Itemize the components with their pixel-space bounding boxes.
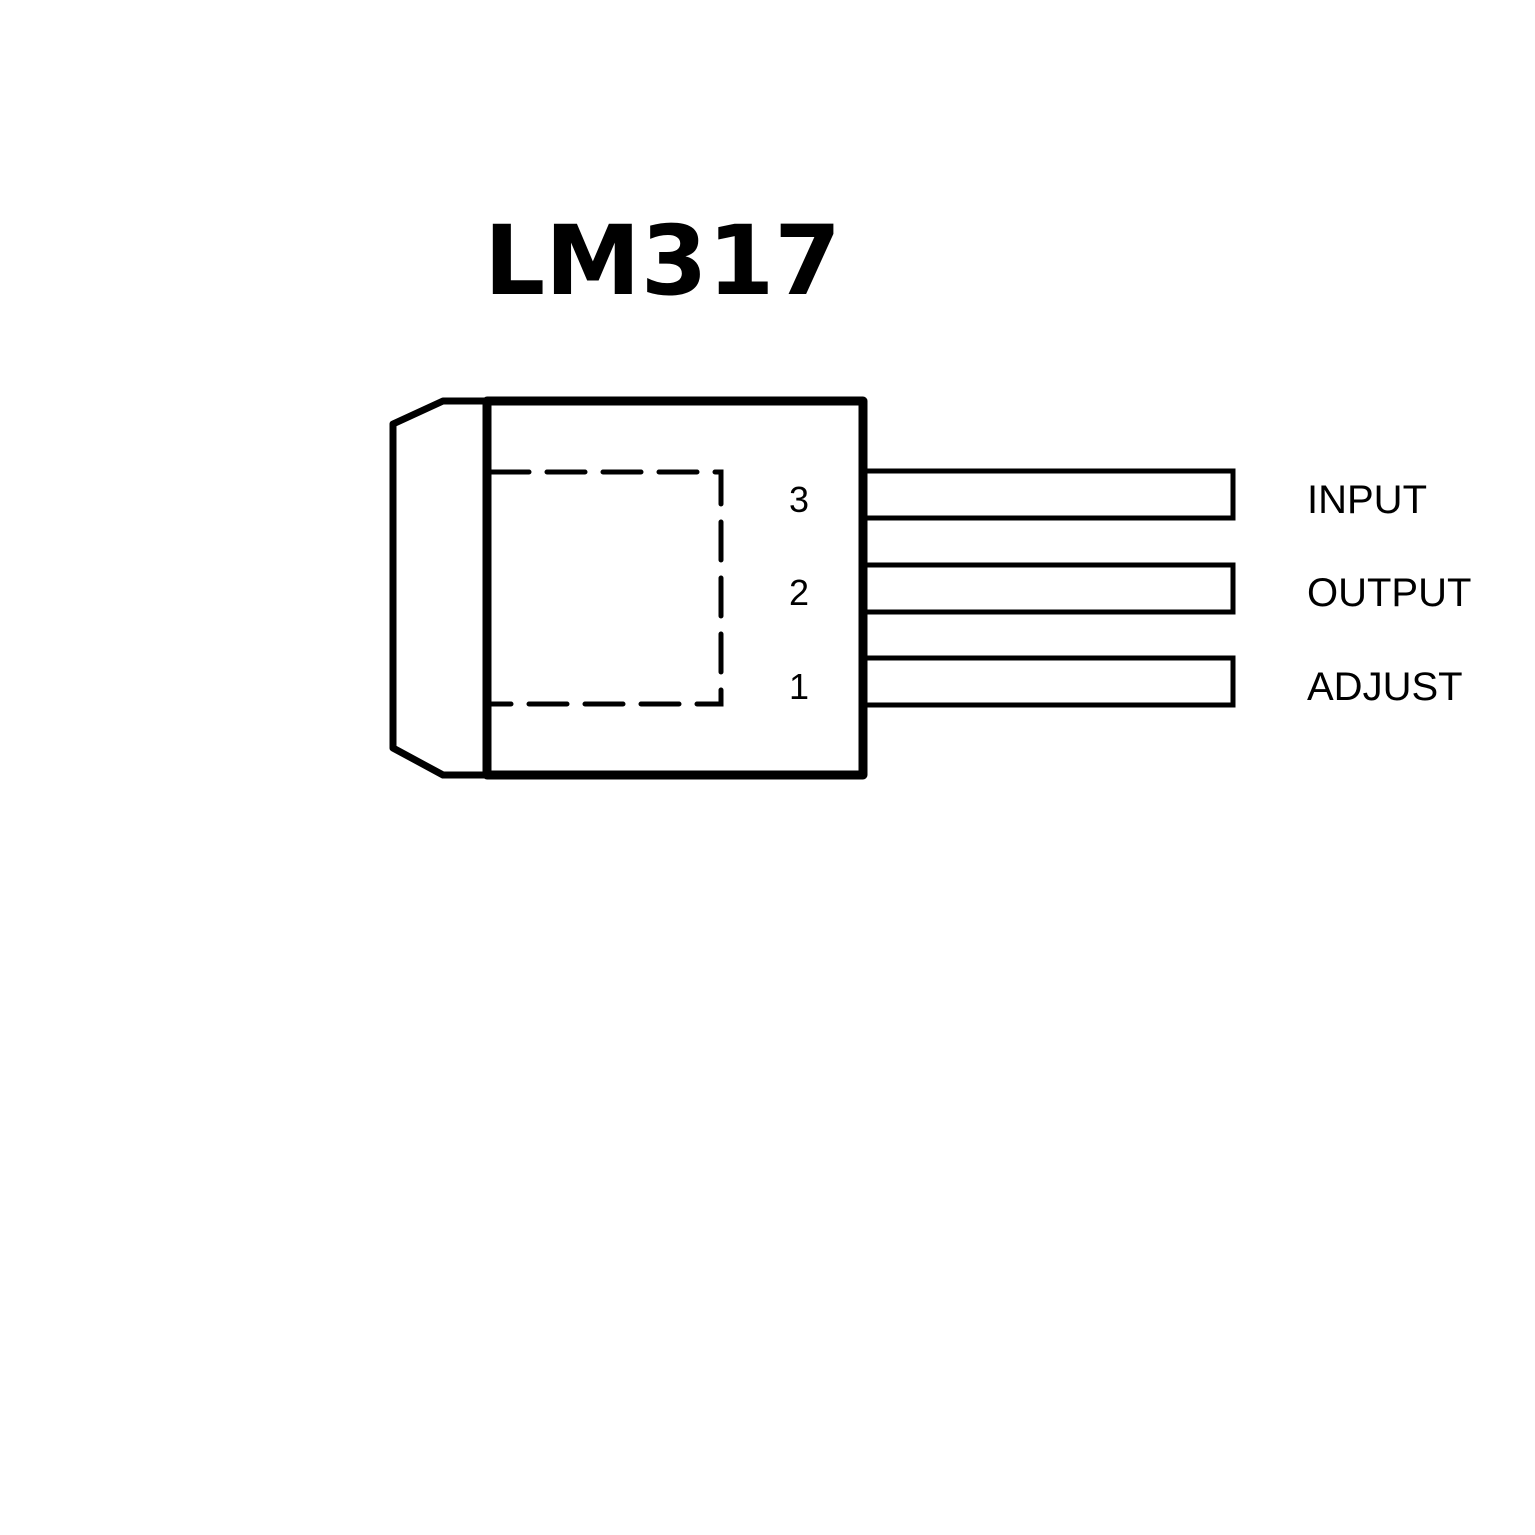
pin-1-lead <box>862 655 1236 708</box>
pin-2-number: 2 <box>789 572 809 613</box>
pin-3-number: 3 <box>789 479 809 520</box>
pin-3-lead <box>862 468 1236 521</box>
part-title: LM317 <box>484 205 841 317</box>
die-outline-dashed <box>488 469 724 707</box>
pin-3-label: INPUT <box>1307 478 1427 522</box>
pin-2-lead <box>862 562 1236 615</box>
package-tab <box>389 397 491 779</box>
pin-1-label: ADJUST <box>1307 665 1463 709</box>
pin-2-label: OUTPUT <box>1307 571 1471 615</box>
pin-1-number: 1 <box>789 666 809 707</box>
